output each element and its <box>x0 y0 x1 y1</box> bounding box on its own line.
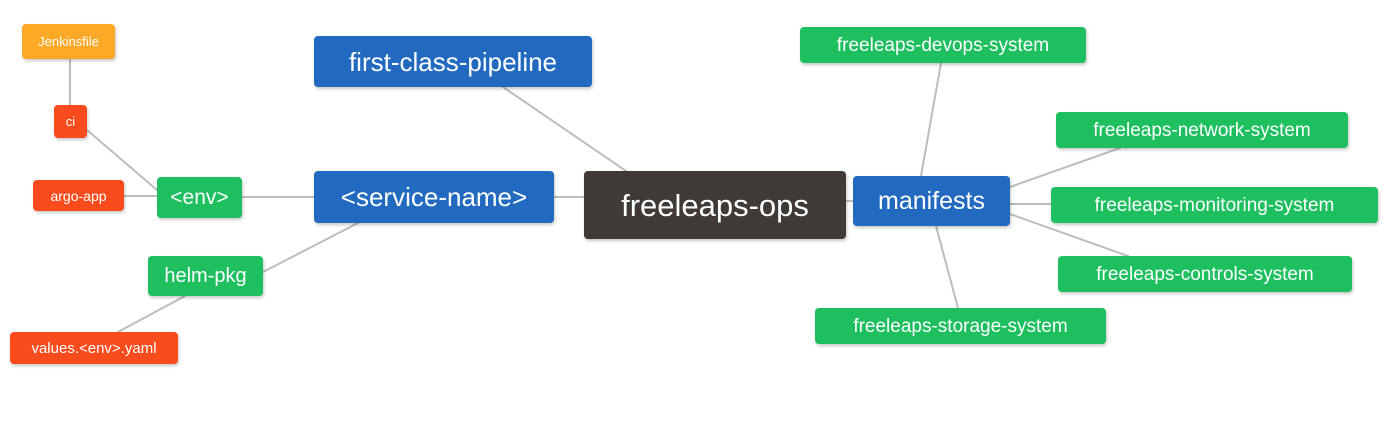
node-service-name[interactable]: <service-name> <box>314 171 554 223</box>
node-freeleaps-ops[interactable]: freeleaps-ops <box>584 171 846 239</box>
node-freeleaps-controls-system[interactable]: freeleaps-controls-system <box>1058 256 1352 292</box>
node-freeleaps-storage-system[interactable]: freeleaps-storage-system <box>815 308 1106 344</box>
edge-service-name-to-helm-pkg <box>262 222 359 273</box>
edge-first-class-pipeline-to-freeleaps-ops <box>502 86 627 172</box>
edge-helm-pkg-to-values-yaml <box>117 295 186 333</box>
node-freeleaps-monitoring-system[interactable]: freeleaps-monitoring-system <box>1051 187 1378 223</box>
edge-manifests-to-freeleaps-devops-system <box>920 62 942 177</box>
node-env[interactable]: <env> <box>157 177 242 218</box>
node-helm-pkg[interactable]: helm-pkg <box>148 256 263 296</box>
node-values-yaml[interactable]: values.<env>.yaml <box>10 332 178 364</box>
edge-manifests-to-freeleaps-storage-system <box>935 225 959 309</box>
node-manifests[interactable]: manifests <box>853 176 1010 226</box>
node-freeleaps-network-system[interactable]: freeleaps-network-system <box>1056 112 1348 148</box>
edge-manifests-to-freeleaps-network-system <box>1009 147 1121 188</box>
node-ci[interactable]: ci <box>54 105 87 138</box>
node-argo-app[interactable]: argo-app <box>33 180 124 211</box>
node-freeleaps-devops-system[interactable]: freeleaps-devops-system <box>800 27 1086 63</box>
node-jenkinsfile[interactable]: Jenkinsfile <box>22 24 115 59</box>
node-first-class-pipeline[interactable]: first-class-pipeline <box>314 36 592 87</box>
